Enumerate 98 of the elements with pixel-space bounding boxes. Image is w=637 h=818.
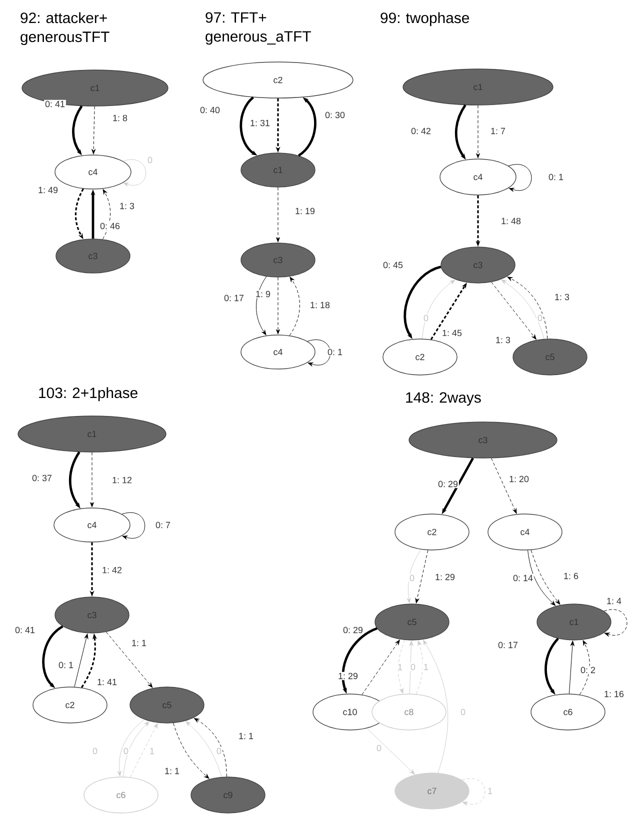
arrow <box>409 640 414 694</box>
edge-label: 1: 29 <box>337 672 359 680</box>
arrow <box>106 632 153 688</box>
edge-label: 1 <box>422 662 430 672</box>
arrow <box>173 722 210 779</box>
edge-label: 1: 41 <box>96 678 118 686</box>
edge-label: 1: 29 <box>434 572 456 582</box>
edge-label: 1: 3 <box>494 336 512 344</box>
edge-label: 1: 8 <box>112 114 128 122</box>
edge-label: 1: 1 <box>164 766 180 776</box>
arrow <box>123 721 150 777</box>
edge-label: 1: 16 <box>603 690 625 698</box>
arrow <box>194 718 227 777</box>
panel-title: 97: TFT+ generous_aTFT <box>206 12 311 45</box>
arrow <box>90 452 94 508</box>
arrow <box>186 721 222 778</box>
panel-title: 99: twophase <box>380 12 470 26</box>
arrow <box>118 719 145 776</box>
edge-label: 0 <box>422 314 430 322</box>
arrow <box>604 609 628 636</box>
edge-label: 0 <box>408 574 416 582</box>
arrow <box>501 280 544 340</box>
edge-label: 1 <box>396 662 404 672</box>
arrow <box>568 640 574 694</box>
panel-title: 92: attacker+ generousTFT <box>20 12 110 46</box>
arrow <box>422 640 448 774</box>
edge-label: 0: 29 <box>342 626 364 634</box>
arrow <box>307 340 331 366</box>
arrow <box>579 640 590 695</box>
arrow <box>416 640 423 694</box>
edge-label: 0: 37 <box>31 474 53 482</box>
arrow <box>415 550 428 604</box>
edge-label: 0 <box>216 746 222 756</box>
edge-label: 0 <box>536 314 544 322</box>
edge-label: 0: 2 <box>580 666 596 674</box>
panel-title: 103: 2+1phase <box>39 387 138 402</box>
edge-label: 0: 14 <box>512 574 534 582</box>
arrow <box>491 458 517 514</box>
edge-label: 0: 46 <box>99 222 121 230</box>
arrow <box>122 512 146 540</box>
edge-label: 1: 20 <box>508 474 530 484</box>
edge-label: 0: 30 <box>324 110 346 120</box>
arrow <box>398 640 405 694</box>
edge-label: 0: 40 <box>199 106 221 114</box>
edge-label: 0 <box>376 744 382 752</box>
edge-label: 0: 45 <box>382 260 404 270</box>
edge-label: 1: 7 <box>490 126 506 136</box>
arrow <box>530 550 560 605</box>
edge-label: 0: 41 <box>14 626 36 634</box>
edge-label: 1: 42 <box>101 566 123 574</box>
edge-label: 1: 3 <box>554 292 570 302</box>
arrow <box>289 276 300 336</box>
arrow <box>130 723 158 778</box>
arrow <box>276 187 280 242</box>
edge-label: 1: 1 <box>130 638 148 648</box>
edge-label: 0: 17 <box>223 294 245 302</box>
arrow <box>528 550 556 606</box>
edge-label: 0: 7 <box>154 520 172 530</box>
edge-label: 0: 29 <box>437 480 459 488</box>
edge-label: 1: 18 <box>309 300 331 310</box>
edge-label: 0: 1 <box>548 172 564 182</box>
edge-label: 0 <box>146 156 154 164</box>
edge-label: 0 <box>92 746 98 756</box>
arrow <box>462 778 486 806</box>
arrow <box>362 640 400 695</box>
edge-label: 1: 1 <box>238 732 254 740</box>
edge-label: 1: 4 <box>606 596 622 606</box>
arrow <box>406 549 422 604</box>
arrow <box>102 189 111 240</box>
edge-label: 1: 3 <box>118 202 136 210</box>
arrow <box>508 164 532 192</box>
edge-label: 1: 6 <box>562 572 580 580</box>
arrow <box>491 282 536 340</box>
edge-label: 1: 19 <box>294 206 316 216</box>
edge-label: 1: 45 <box>441 328 463 338</box>
edge-label: 1: 12 <box>111 476 133 484</box>
arrow <box>122 159 146 186</box>
arrow <box>74 634 88 688</box>
arrow <box>476 105 480 158</box>
arrow <box>507 276 548 339</box>
arrow <box>92 106 96 154</box>
arrow <box>256 276 267 336</box>
edge-label: 0 <box>122 746 130 756</box>
edge-label: 1 <box>486 786 494 796</box>
panel-title: 148: 2ways <box>406 392 481 406</box>
edge-label: 0 <box>410 662 416 672</box>
edge-label: 1: 31 <box>249 118 271 128</box>
edge-label: 1 <box>148 746 156 756</box>
edge-label: 0 <box>460 708 466 716</box>
arrow <box>366 728 415 774</box>
edge-label: 1: 9 <box>254 290 272 298</box>
arrow <box>422 280 456 339</box>
edge-label: 0: 1 <box>326 348 344 356</box>
edge-label: 0: 17 <box>497 640 519 650</box>
edge-label: 0: 42 <box>410 126 432 136</box>
arrow <box>276 277 280 334</box>
edge-label: 0: 1 <box>58 660 74 670</box>
edge-label: 1: 48 <box>500 216 522 226</box>
